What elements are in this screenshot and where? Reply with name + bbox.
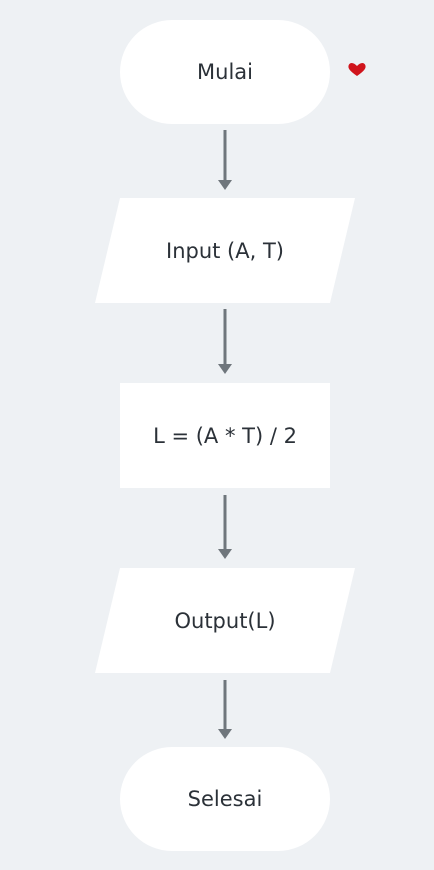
heart-icon <box>348 62 366 76</box>
start-terminator <box>120 20 330 124</box>
end-label: Selesai <box>187 787 263 811</box>
process-rectangle <box>120 383 330 488</box>
arrow-input-to-process <box>218 309 232 374</box>
arrow-output-to-end <box>218 680 232 739</box>
output-parallelogram <box>95 568 355 673</box>
end-terminator <box>120 747 330 851</box>
arrow-process-to-output <box>218 495 232 559</box>
input-label: Input (A, T) <box>166 239 284 263</box>
input-parallelogram <box>95 198 355 303</box>
arrow-start-to-input <box>218 130 232 190</box>
start-label: Mulai <box>197 60 253 84</box>
process-label: L = (A * T) / 2 <box>153 424 297 448</box>
output-label: Output(L) <box>174 609 276 633</box>
